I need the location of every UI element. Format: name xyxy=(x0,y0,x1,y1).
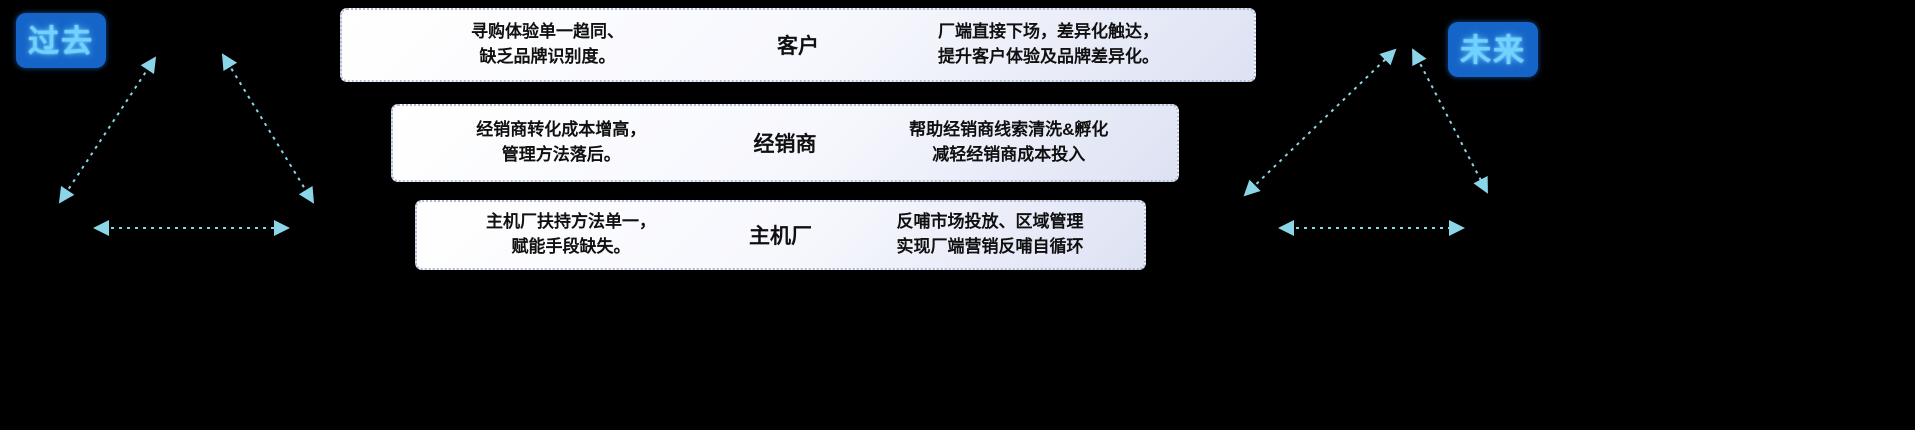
dealer-role-label: 经销商 xyxy=(753,133,817,156)
future-triangle-arrows xyxy=(1243,48,1488,236)
customer-future-line1: 厂端直接下场，差异化触达， xyxy=(938,22,1159,42)
future-triangle-right-leg-arrow xyxy=(1412,48,1488,194)
oem-future-line2: 实现厂端营销反哺自循环 xyxy=(896,237,1084,256)
dealer-past-line1: 经销商转化成本增高， xyxy=(476,120,647,140)
oem-role-label: 主机厂 xyxy=(749,225,812,248)
past-triangle-left-leg-arrow xyxy=(58,56,157,204)
oem-future-line1: 反哺市场投放、区域管理 xyxy=(896,212,1084,232)
customer-role-label: 客户 xyxy=(777,35,819,58)
dealer-future-text: 帮助经销商线索清洗&孵化 减轻经销商成本投入 xyxy=(841,118,1178,167)
dealer-future-line1: 帮助经销商线索清洗&孵化 xyxy=(909,120,1109,140)
oem-future-text: 反哺市场投放、区域管理 实现厂端营销反哺自循环 xyxy=(836,210,1144,259)
customer-past-text: 寻购体验单一趋同、 缺乏品牌识别度。 xyxy=(342,20,753,69)
customer-past-line2: 缺乏品牌识别度。 xyxy=(479,47,616,66)
row-customer: 寻购体验单一趋同、 缺乏品牌识别度。 客户 厂端直接下场，差异化触达， 提升客户… xyxy=(340,8,1256,82)
customer-future-line2: 提升客户体验及品牌差异化。 xyxy=(938,47,1159,66)
row-oem: 主机厂扶持方法单一， 赋能手段缺失。 主机厂 反哺市场投放、区域管理 实现厂端营… xyxy=(415,200,1146,270)
customer-future-text: 厂端直接下场，差异化触达， 提升客户体验及品牌差异化。 xyxy=(843,20,1254,69)
customer-past-line1: 寻购体验单一趋同、 xyxy=(471,22,624,42)
row-dealer: 经销商转化成本增高， 管理方法落后。 经销商 帮助经销商线索清洗&孵化 减轻经销… xyxy=(391,104,1179,182)
dealer-past-text: 经销商转化成本增高， 管理方法落后。 xyxy=(393,118,730,167)
oem-past-line2: 赋能手段缺失。 xyxy=(511,237,631,256)
past-triangle-arrows xyxy=(58,53,315,236)
oem-past-line1: 主机厂扶持方法单一， xyxy=(486,212,656,232)
future-triangle-left-leg-arrow xyxy=(1243,48,1397,197)
oem-past-text: 主机厂扶持方法单一， 赋能手段缺失。 xyxy=(417,210,725,259)
past-triangle-right-leg-arrow xyxy=(221,53,315,204)
dealer-past-line2: 管理方法落后。 xyxy=(501,145,621,164)
dealer-future-line2: 减轻经销商成本投入 xyxy=(932,145,1086,164)
